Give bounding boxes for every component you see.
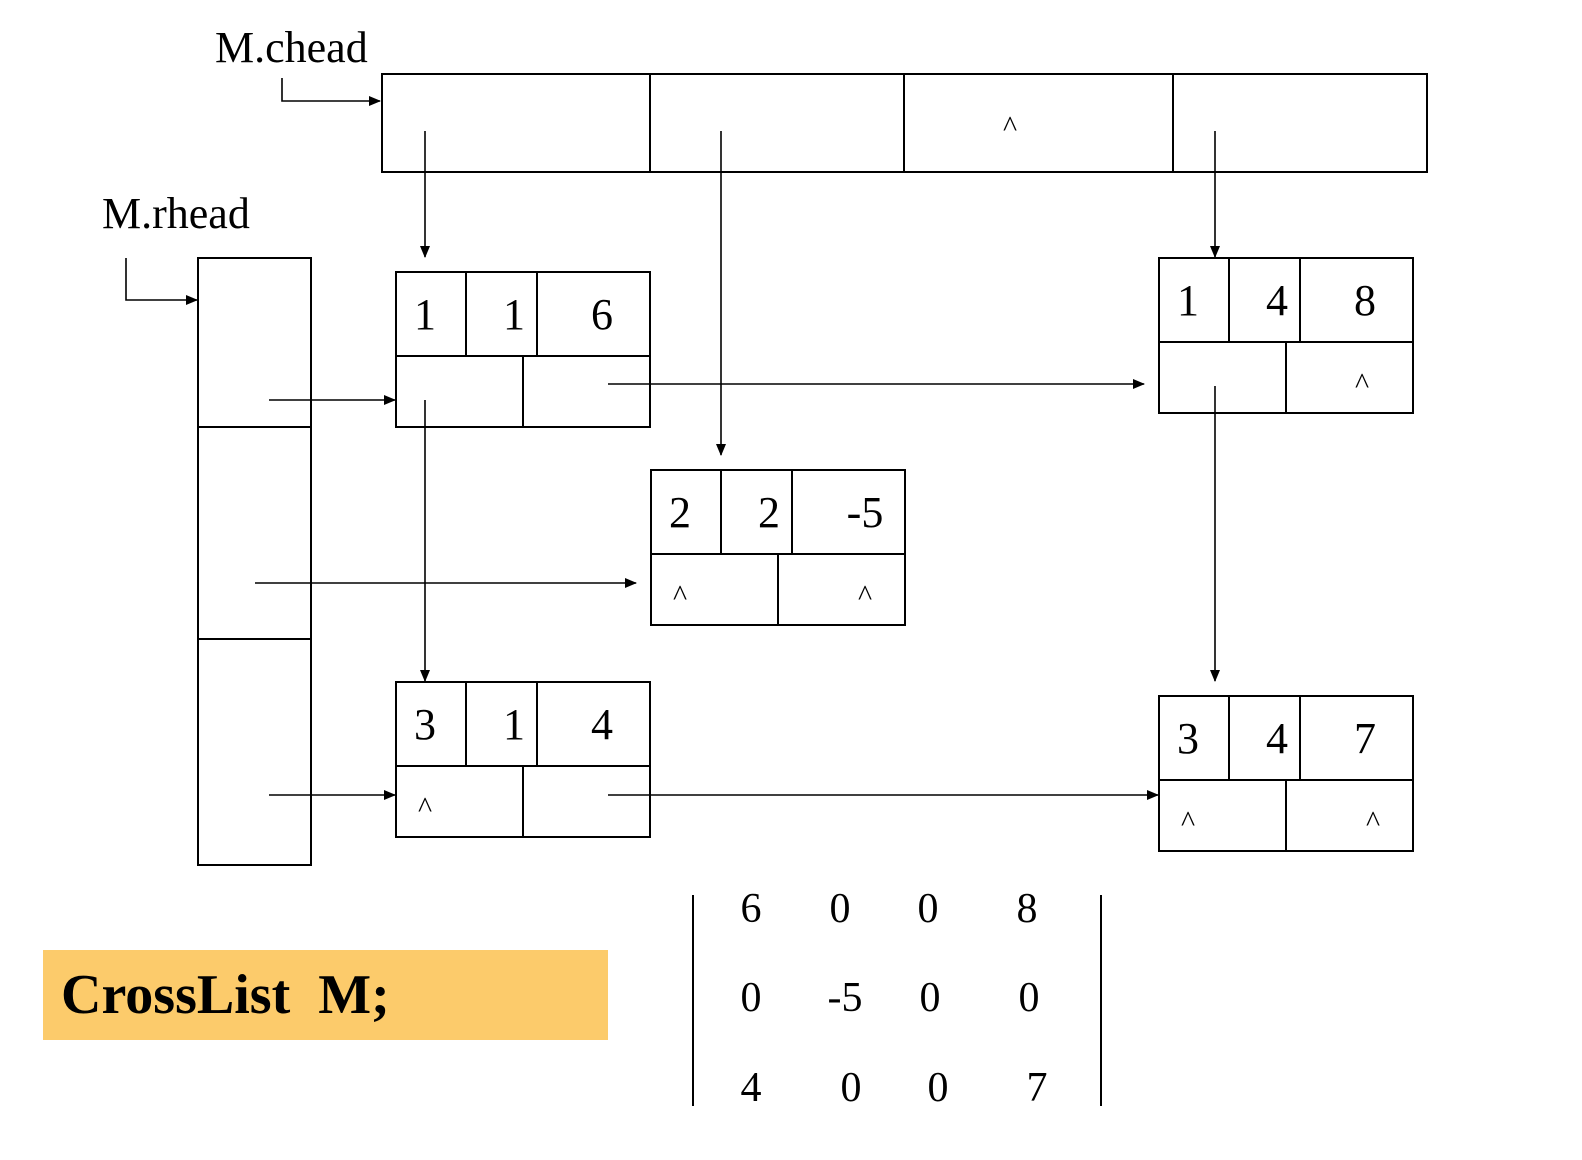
node-1-1: 1 1 6 [395, 271, 651, 428]
rhead-array-frame [197, 257, 312, 866]
matrix-cell: 0 [928, 1065, 949, 1111]
matrix-cell: 0 [841, 1065, 862, 1111]
node-value: 7 [1354, 714, 1376, 763]
node-col-index: 1 [503, 290, 525, 339]
node-row-index: 3 [414, 700, 436, 749]
declaration-banner: CrossList M; [43, 950, 608, 1040]
matrix-cell: 6 [741, 886, 762, 932]
chead-array: ^ [381, 73, 1428, 173]
node-right-null: ^ [1355, 367, 1369, 400]
node-col-index: 1 [503, 700, 525, 749]
chead-cell-3-null: ^ [1003, 110, 1017, 143]
node-col-index: 4 [1266, 276, 1288, 325]
matrix-cell: -5 [828, 975, 863, 1021]
node-value: 6 [591, 290, 613, 339]
node-col-index: 4 [1266, 714, 1288, 763]
chead-pointer-arrow [281, 78, 381, 106]
node-value: 4 [591, 700, 613, 749]
matrix-cell: 7 [1027, 1065, 1048, 1111]
node-row-index: 3 [1177, 714, 1199, 763]
node-1-4: 1 4 8 ^ [1158, 257, 1414, 414]
node-right-null: ^ [1366, 805, 1380, 838]
rhead-array [197, 257, 312, 866]
matrix-cell: 0 [918, 886, 939, 932]
declaration-text: CrossList M; [61, 964, 390, 1026]
node-value: 8 [1354, 276, 1376, 325]
node-row-index: 2 [669, 488, 691, 537]
node-row-index: 1 [1177, 276, 1199, 325]
matrix-cell: 0 [830, 886, 851, 932]
node-right-null: ^ [858, 579, 872, 612]
matrix-cell: 0 [920, 975, 941, 1021]
matrix-cell: 0 [741, 975, 762, 1021]
rhead-label: M.rhead [102, 189, 250, 238]
node-row-index: 1 [414, 290, 436, 339]
node-3-1: 3 1 4 ^ [395, 681, 651, 838]
node-down-null: ^ [418, 791, 432, 824]
matrix-cell: 8 [1017, 886, 1038, 932]
sparse-matrix: 6 0 0 8 0 -5 0 0 4 0 0 7 [692, 886, 1102, 1111]
chead-label: M.chead [215, 23, 368, 72]
node-down-null: ^ [673, 579, 687, 612]
rhead-pointer-arrow [125, 258, 198, 305]
node-3-4: 3 4 7 ^ ^ [1158, 695, 1414, 852]
node-value: -5 [847, 488, 884, 537]
node-2-2: 2 2 -5 ^ ^ [650, 469, 906, 626]
matrix-cell: 0 [1019, 975, 1040, 1021]
node-col-index: 2 [758, 488, 780, 537]
matrix-cell: 4 [741, 1065, 762, 1111]
node-down-null: ^ [1181, 805, 1195, 838]
